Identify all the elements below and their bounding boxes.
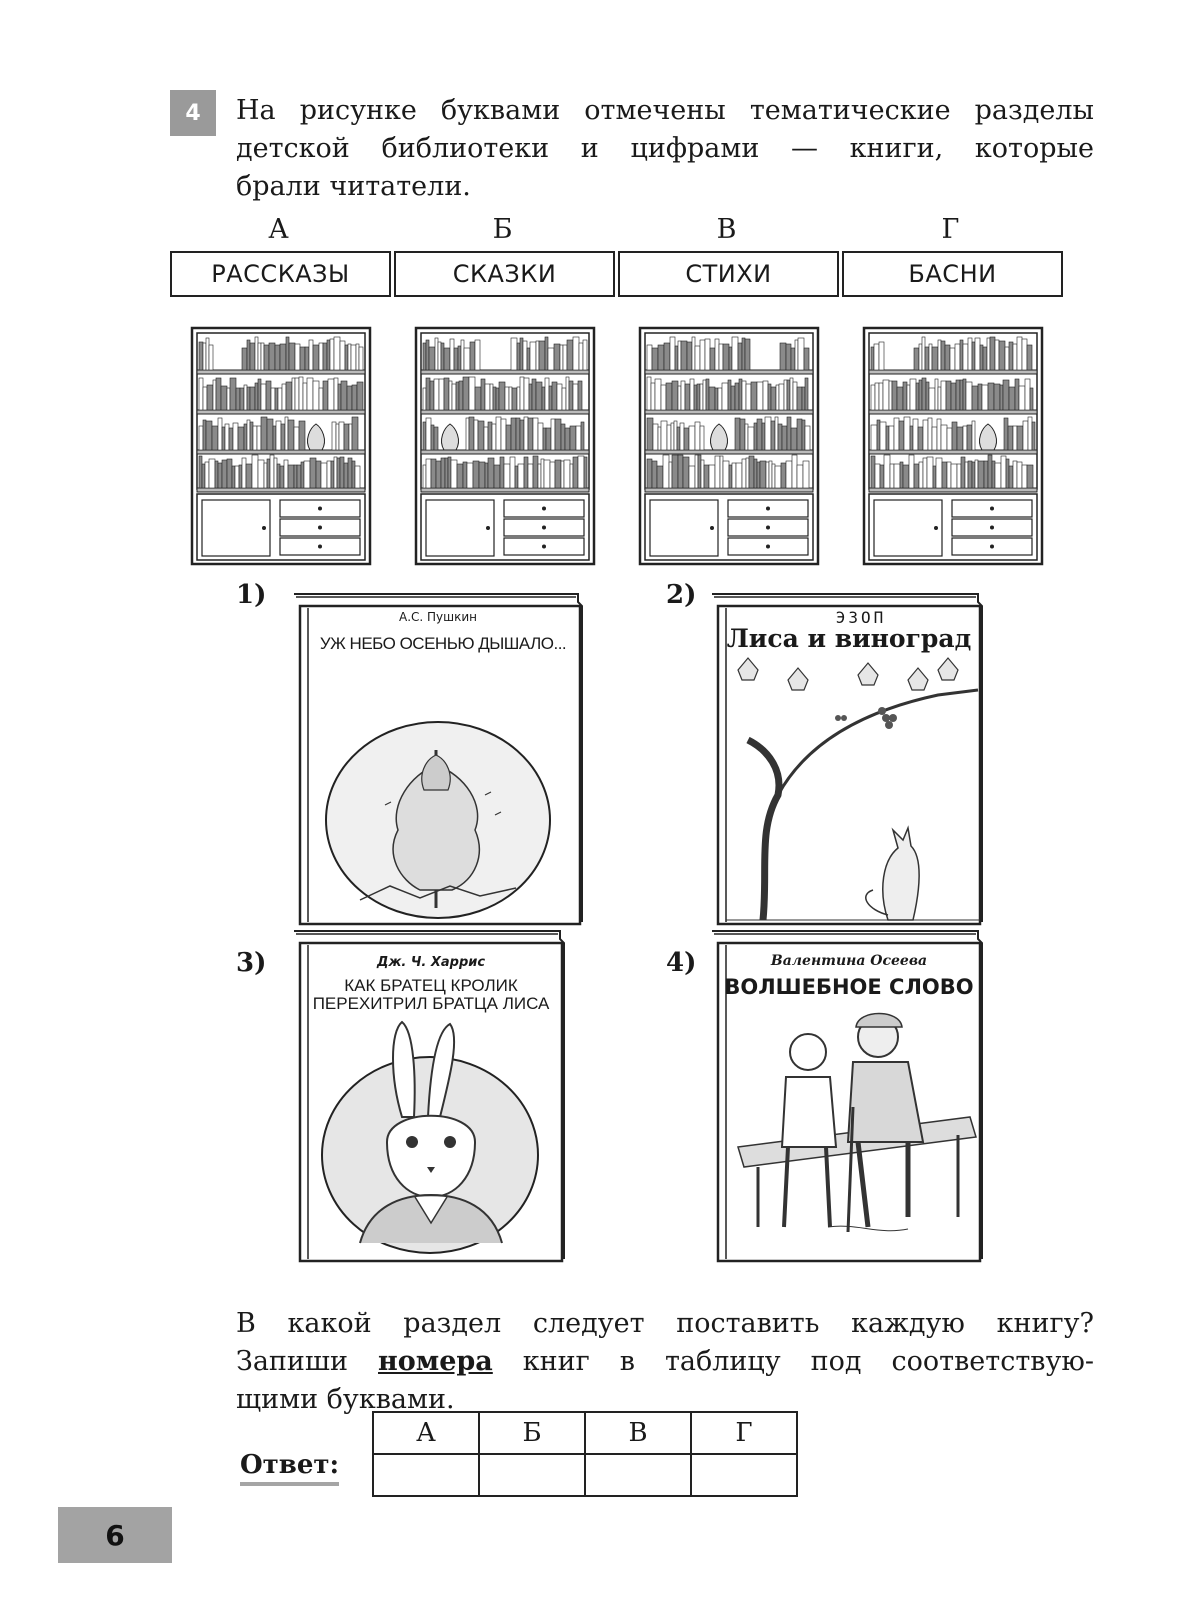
section-label-g: БАСНИ <box>842 251 1063 297</box>
book-number: 3) <box>236 948 267 978</box>
book-cover-4: Валентина Осеева ВОЛШЕБНОЕ СЛОВО <box>708 927 1004 1265</box>
question-emphasis: номера <box>378 1346 493 1377</box>
bookshelf-icon <box>190 326 372 566</box>
bookshelf-icon <box>862 326 1044 566</box>
answer-table: А Б В Г <box>372 1411 798 1497</box>
answer-header: А <box>372 1411 480 1455</box>
answer-header: Б <box>478 1411 586 1455</box>
page-number: 6 <box>58 1507 172 1563</box>
book-title: ВОЛШЕБНОЕ СЛОВО <box>724 975 974 999</box>
question-line: В какой раздел следует поставить каждую … <box>236 1308 1094 1339</box>
fox-grapes-icon <box>726 657 980 921</box>
section-letter-g: Г <box>941 214 960 245</box>
answer-header: Г <box>690 1411 798 1455</box>
book-cover-3: Дж. Ч. Харрис КАК БРАТЕЦ КРОЛИК ПЕРЕХИТР… <box>290 927 586 1265</box>
answer-label: Ответ: <box>240 1450 340 1486</box>
intro-line: детской библиотеки и цифрами — книги, ко… <box>236 133 1094 164</box>
answer-cell[interactable] <box>584 1453 692 1497</box>
question-line: щими буквами. <box>236 1384 455 1415</box>
bench-people-icon <box>737 1012 977 1233</box>
section-label-a: РАССКАЗЫ <box>170 251 391 297</box>
task-intro-text: На рисунке буквами отмечены тематические… <box>236 92 1094 206</box>
intro-line: брали читатели. <box>236 171 471 202</box>
book-title: УЖ НЕБО ОСЕНЬЮ ДЫШАЛО... <box>319 634 567 653</box>
book-number: 2) <box>666 580 697 610</box>
question-text-part: Запиши <box>236 1346 379 1377</box>
rabbit-icon <box>359 1020 503 1244</box>
question-text-part: книг в таблицу под соответствую- <box>492 1346 1095 1377</box>
section-label-v: СТИХИ <box>618 251 839 297</box>
intro-line: На рисунке буквами отмечены тематические… <box>236 95 1094 126</box>
book-title: Лиса и виноград <box>726 624 972 653</box>
book-author: ЭЗОП <box>835 608 887 627</box>
section-letter-a: А <box>268 214 289 245</box>
answer-cell[interactable] <box>372 1453 480 1497</box>
section-letter-b: Б <box>492 214 513 245</box>
book-number: 1) <box>236 580 267 610</box>
task-number-badge: 4 <box>170 90 216 136</box>
book-author: А.С. Пушкин <box>398 610 478 624</box>
book-title-line: КАК БРАТЕЦ КРОЛИК <box>344 976 518 995</box>
book-number: 4) <box>666 948 697 978</box>
answer-cell[interactable] <box>478 1453 586 1497</box>
book-author: Валентина Осеева <box>770 953 928 969</box>
book-cover-1: А.С. Пушкин УЖ НЕБО ОСЕНЬЮ ДЫШАЛО... <box>290 590 586 928</box>
bookshelf-icon <box>638 326 820 566</box>
book-title: КАК БРАТЕЦ КРОЛИК ПЕРЕХИТРИЛ БРАТЦА ЛИСА <box>290 977 562 1013</box>
answer-header: В <box>584 1411 692 1455</box>
bookshelf-icon <box>414 326 596 566</box>
book-title-line: ПЕРЕХИТРИЛ БРАТЦА ЛИСА <box>312 994 550 1013</box>
section-letter-v: В <box>716 214 737 245</box>
book-author: Дж. Ч. Харрис <box>376 955 486 970</box>
book-cover-2: ЭЗОП Лиса и виноград <box>708 590 1004 928</box>
tree-icon <box>359 750 517 908</box>
answer-cell[interactable] <box>690 1453 798 1497</box>
section-label-b: СКАЗКИ <box>394 251 615 297</box>
question-line: Запиши номера книг в таблицу под соответ… <box>236 1343 1094 1381</box>
question-text: В какой раздел следует поставить каждую … <box>236 1305 1094 1419</box>
